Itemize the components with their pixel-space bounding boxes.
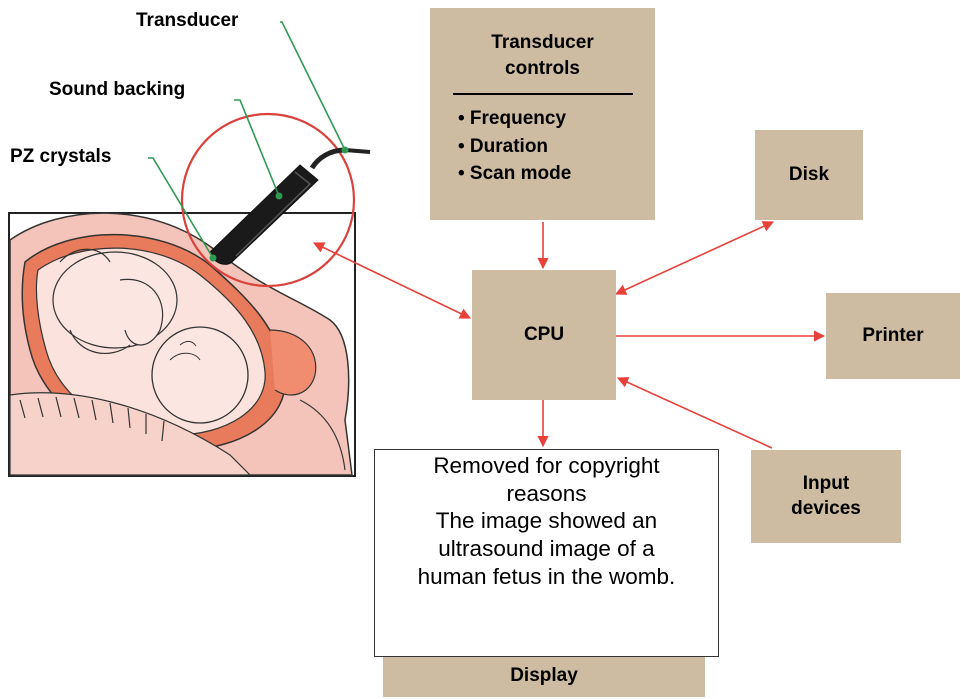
input-devices-box: Input devices bbox=[751, 450, 901, 543]
copyright-placeholder: Removed for copyright reasons The image … bbox=[374, 449, 719, 657]
arrow-cpu-transducer bbox=[312, 242, 472, 319]
printer-box: Printer bbox=[826, 293, 960, 379]
callout-line-transducer bbox=[280, 21, 346, 151]
controls-divider bbox=[452, 93, 633, 96]
input-devices-line2: devices bbox=[791, 497, 861, 519]
printer-label: Printer bbox=[862, 324, 924, 346]
callout-lines bbox=[148, 21, 346, 259]
transducer-highlight-circle bbox=[180, 112, 356, 288]
cpu-label: CPU bbox=[523, 323, 565, 345]
callout-dot-pz-crystals bbox=[209, 254, 217, 262]
disk-box: Disk bbox=[755, 130, 863, 220]
callout-line-pz-crystals bbox=[148, 157, 214, 259]
label-pz-crystals: PZ crystals bbox=[10, 146, 112, 167]
placeholder-line: reasons bbox=[506, 480, 587, 506]
placeholder-line: ultrasound image of a bbox=[438, 536, 655, 562]
callout-dots bbox=[209, 146, 349, 262]
placeholder-line: The image showed an bbox=[435, 508, 658, 534]
label-transducer: Transducer bbox=[136, 10, 239, 31]
callout-dot-transducer bbox=[341, 146, 349, 154]
arrow-input-to-cpu bbox=[616, 377, 773, 449]
cpu-box: CPU bbox=[472, 270, 616, 400]
callout-dot-sound-backing bbox=[275, 192, 283, 200]
label-sound-backing: Sound backing bbox=[49, 79, 186, 100]
placeholder-line: human fetus in the womb. bbox=[417, 563, 676, 589]
controls-title: Transducer controls bbox=[430, 30, 655, 81]
display-box: Display bbox=[383, 652, 705, 697]
display-label: Display bbox=[510, 665, 578, 687]
transducer-controls-box: Transducer controls • Frequency • Durati… bbox=[430, 8, 655, 220]
controls-item-scan-mode: • Scan mode bbox=[458, 163, 572, 185]
arrow-cpu-disk bbox=[614, 221, 775, 295]
placeholder-line: Removed for copyright bbox=[433, 453, 660, 478]
disk-label: Disk bbox=[788, 163, 830, 185]
controls-item-frequency: • Frequency bbox=[458, 108, 567, 130]
controls-item-duration: • Duration bbox=[458, 135, 549, 157]
abdomen-drawing bbox=[9, 212, 353, 476]
controls-title-line2: controls bbox=[505, 57, 580, 79]
callout-line-sound-backing bbox=[234, 99, 280, 197]
input-devices-line1: Input bbox=[802, 472, 850, 494]
controls-title-line1: Transducer bbox=[491, 32, 594, 53]
controls-list: • Frequency • Duration • Scan mode bbox=[430, 105, 655, 188]
input-devices-label: Input devices bbox=[791, 472, 861, 521]
